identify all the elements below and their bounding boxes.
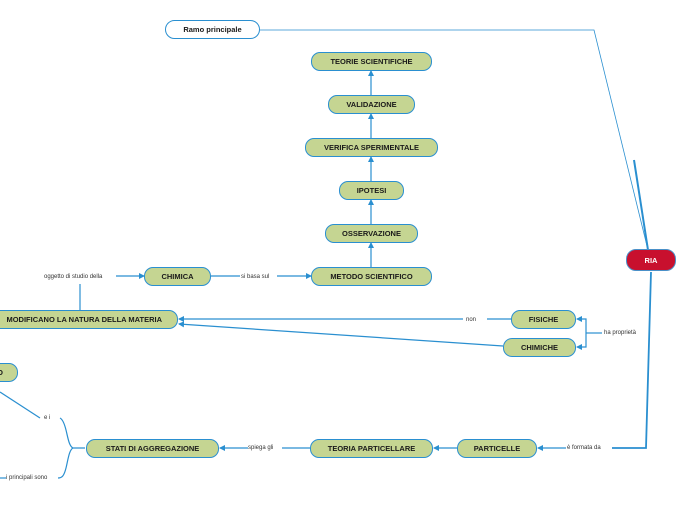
link-label-non: non — [466, 316, 477, 324]
node-ipotesi[interactable]: IPOTESI — [339, 181, 404, 200]
node-teoria-particellare[interactable]: TEORIA PARTICELLARE — [310, 439, 433, 458]
arrow-chimiche-modificano — [178, 321, 504, 347]
node-stati-aggregazione[interactable]: STATI DI AGGREGAZIONE — [86, 439, 219, 458]
link-label-oggetto: oggetto di studio della — [44, 273, 103, 281]
node-validazione[interactable]: VALIDAZIONE — [328, 95, 415, 114]
node-partial-left[interactable]: O — [0, 363, 18, 382]
node-verifica-sperimentale[interactable]: VERIFICA SPERIMENTALE — [305, 138, 438, 157]
link-label-e-i: e i — [44, 414, 51, 422]
node-fisiche[interactable]: FISICHE — [511, 310, 576, 329]
link-label-principali: i principali sono — [6, 474, 48, 482]
connector-root-thick — [633, 159, 649, 251]
link-label-spiega: spiega gli — [248, 444, 274, 452]
node-chimica[interactable]: CHIMICA — [144, 267, 211, 286]
link-label-ha-proprieta: ha proprietà — [604, 329, 637, 337]
node-root[interactable]: RIA — [626, 249, 676, 271]
node-teorie-scientifiche[interactable]: TEORIE SCIENTIFICHE — [311, 52, 432, 71]
link-label-si-basa: si basa sul — [241, 273, 270, 281]
connector-root-down — [612, 271, 652, 449]
brace-stati — [57, 417, 85, 479]
node-modificano[interactable]: MODIFICANO LA NATURA DELLA MATERIA — [0, 310, 178, 329]
connector-ei-partial — [0, 391, 41, 419]
node-osservazione[interactable]: OSSERVAZIONE — [325, 224, 418, 243]
link-label-formata: è formata da — [567, 444, 601, 452]
connector-ramo-root — [260, 29, 649, 251]
node-ramo-principale[interactable]: Ramo principale — [165, 20, 260, 39]
arrow-bracket-fisiche — [576, 316, 587, 333]
node-chimiche[interactable]: CHIMICHE — [503, 338, 576, 357]
arrow-bracket-chimiche — [576, 333, 587, 350]
node-metodo-scientifico[interactable]: METODO SCIENTIFICO — [311, 267, 432, 286]
node-particelle[interactable]: PARTICELLE — [457, 439, 537, 458]
